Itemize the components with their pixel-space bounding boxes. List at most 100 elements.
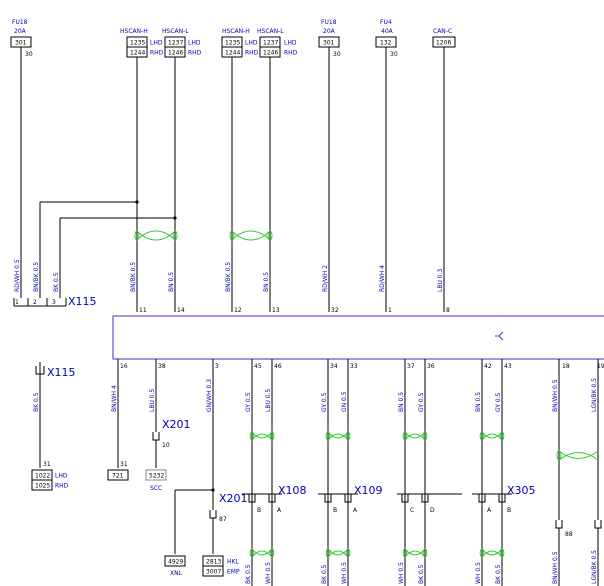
wire-label: GY 0.5 [495,392,502,412]
fuse-name: FU18 [321,19,337,26]
svg-text:19: 19 [597,363,604,370]
svg-text:1246: 1246 [263,50,278,57]
svg-text:B: B [333,507,337,514]
twisted-pair-lower [249,431,599,558]
connector-label: X305 [507,484,536,497]
fuse-name: FU18 [12,19,28,26]
wire-label: BN/BK 0.5 [33,262,40,292]
wire-label: BN/WH 0.5 [552,379,559,412]
connector-x109: X109 B A [318,484,383,514]
svg-text:D: D [430,507,435,514]
svg-text:3: 3 [215,363,219,370]
connector-label: X115 [68,295,97,308]
svg-text:16: 16 [120,363,128,370]
connector-x108: X108 B A [242,484,307,514]
svg-text:HKL: HKL [227,559,239,566]
wire-label: GY 0.5 [245,392,252,412]
fuse-pin: 30 [390,51,398,58]
svg-text:18: 18 [562,363,570,370]
module-top-pins: 11 14 12 13 32 1 8 [139,307,450,314]
svg-text:1244: 1244 [130,50,145,57]
fuse-name: CAN-C [433,28,452,35]
wire-label: GY 0.5 [418,392,425,412]
wire-label: BK 0.5 [53,272,60,292]
svg-text:1237: 1237 [263,40,278,47]
upper-wire-labels: RD/WH 0.5 BN/BK 0.5 BK 0.5 BN/BK 0.5 BN … [14,259,444,292]
svg-text:WH 0.5: WH 0.5 [341,562,348,584]
fuse-box-number: 132 [380,40,392,47]
svg-text:BK 0.5: BK 0.5 [495,564,502,584]
svg-text:WH 0.5: WH 0.5 [475,562,482,584]
lhd-label: LHD [150,40,163,47]
pin-number: 2 [33,299,37,306]
fuse-can-c: CAN-C 1206 [432,28,456,48]
fuse-rating: 20A [323,28,336,35]
wire-label: GN/WH 0.3 [206,379,213,412]
svg-text:14: 14 [177,307,185,314]
fuse-box-number: 301 [15,40,27,47]
svg-text:10: 10 [162,442,170,449]
module-bottom-pins: 16 38 3 45 46 34 33 37 36 42 43 18 19 [120,363,604,370]
svg-text:A: A [353,507,358,514]
fuse-box-number: 1206 [436,40,451,47]
lower-wiring [39,359,599,586]
wire-label: GN 0.5 [341,391,348,412]
wire-label: BN 0.5 [398,392,405,412]
svg-text:1235: 1235 [130,40,145,47]
connector-x201-a: X201 10 5232 SCC [145,418,191,492]
svg-text:34: 34 [330,363,338,370]
fuse-box-number: 301 [323,40,335,47]
rhd-label: RHD [245,50,259,57]
connector-label: X109 [354,484,383,497]
svg-text:3007: 3007 [206,569,221,576]
svg-text:SCC: SCC [150,485,162,492]
svg-text:RHD: RHD [55,483,69,490]
hscan-l-label: HSCAN-L [257,28,284,35]
connector-x405: C D [397,493,462,514]
connector-x201-b: X201 87 [209,492,248,523]
svg-text:LHD: LHD [55,473,68,480]
connector-label: X201 [162,418,191,431]
svg-text:4929: 4929 [168,559,183,566]
svg-text:38: 38 [158,363,166,370]
svg-text:1022: 1022 [35,473,50,480]
svg-text:5232: 5232 [149,473,164,480]
svg-text:A: A [487,507,492,514]
fuse-fu18-left: FU18 20A 301 30 [10,19,33,58]
can-group-2: HSCAN-H HSCAN-L 1235 1244 LHD RHD 1237 1… [221,28,298,58]
svg-text:LGN/BK 0.5: LGN/BK 0.5 [591,550,598,584]
svg-text:33: 33 [350,363,358,370]
svg-text:88: 88 [565,531,573,538]
svg-text:1235: 1235 [225,40,240,47]
hscan-h-label: HSCAN-H [120,28,148,35]
svg-text:31: 31 [120,461,128,468]
connector-label: X108 [278,484,307,497]
pin-number: 3 [52,299,56,306]
svg-text:1244: 1244 [225,50,240,57]
lhd-label: LHD [245,40,258,47]
svg-text:2813: 2813 [206,559,221,566]
pin-number: 31 [43,461,51,468]
svg-text:B: B [257,507,261,514]
wire-label: BN/BK 0.5 [225,262,232,292]
wire-label: BN/BK 0.5 [130,262,137,292]
bottom-terminal-boxes: 4929 XNL 2813 3007 HKL EMP [164,555,240,577]
wire-label: LGN/BK 0.5 [591,378,598,412]
rhd-label: RHD [188,50,202,57]
twisted-pair-upper [134,230,273,241]
hscan-l-label: HSCAN-L [162,28,189,35]
svg-text:BK 0.5: BK 0.5 [321,564,328,584]
rhd-label: RHD [284,50,298,57]
fuse-rating: 20A [14,28,27,35]
wire-label: LBU 0.3 [437,269,444,292]
wire-label: BN 0.5 [168,272,175,292]
svg-text:A: A [277,507,282,514]
connector-x115-top: 1 2 3 X115 [13,295,97,308]
svg-text:WH 0.5: WH 0.5 [398,562,405,584]
wire-label: BN 0.5 [475,392,482,412]
svg-text:43: 43 [504,363,512,370]
pin-number: 1 [15,299,19,306]
svg-text:13: 13 [272,307,280,314]
svg-text:87: 87 [219,516,227,523]
